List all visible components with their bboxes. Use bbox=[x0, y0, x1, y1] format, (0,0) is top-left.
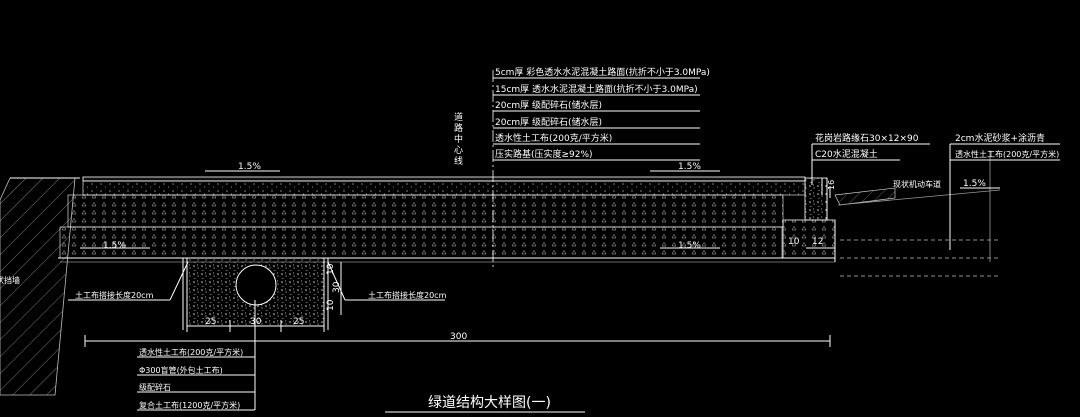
curb-stone-label: 花岗岩路缘石30×12×90 bbox=[815, 132, 919, 144]
dim-bottom-a: 25 bbox=[205, 317, 216, 327]
right-note-mortar: 2cm水泥砂浆+涂沥青 bbox=[955, 132, 1045, 144]
slope-labels: 1.5% 1.5% 1.5% 1.5% 1.5% bbox=[103, 162, 986, 251]
dim-bottom-b: 30 bbox=[250, 317, 262, 327]
layer-label-5: 透水性土工布(200克/平方米) bbox=[495, 132, 612, 144]
drain-note-2: Φ300盲管(外包土工布) bbox=[139, 365, 223, 375]
dim-total: 300 bbox=[450, 332, 467, 342]
drain-note-3: 级配碎石 bbox=[139, 382, 171, 392]
slope-top-right: 1.5% bbox=[678, 162, 701, 172]
dim-curb-b: 12 bbox=[812, 237, 823, 247]
drawing-title: 绿道结构大样图(一) bbox=[428, 395, 551, 411]
drain-leaders bbox=[137, 300, 256, 411]
right-note-geotextile: 透水性土工布(200克/平方米) bbox=[955, 149, 1059, 159]
dim-curb-h: 16 bbox=[827, 180, 836, 190]
blind-pipe bbox=[235, 264, 277, 306]
slope-far-right: 1.5% bbox=[963, 179, 986, 189]
dimension-labels: 25 30 25 300 10 30 10 10 12 16 bbox=[205, 180, 836, 342]
pavement-layers bbox=[58, 170, 835, 263]
layer-label-6: 压实路基(压实度≥92%) bbox=[495, 148, 593, 160]
layer-leaders bbox=[68, 77, 1060, 301]
dim-side-b: 30 bbox=[332, 281, 342, 293]
retaining-wall-label: 现状挡墙 bbox=[0, 275, 20, 285]
layer-label-1: 5cm厚 彩色透水水泥混凝土路面(抗折不小于3.0MPa) bbox=[495, 66, 710, 78]
layer-label-4: 20cm厚 级配碎石(储水层) bbox=[495, 116, 602, 128]
dim-side-c: 10 bbox=[326, 299, 336, 311]
dim-side-a: 10 bbox=[326, 263, 336, 275]
slope-bottom-right: 1.5% bbox=[678, 241, 701, 251]
curb bbox=[782, 150, 1001, 277]
layer-labels: 5cm厚 彩色透水水泥混凝土路面(抗折不小于3.0MPa) 15cm厚 透水水泥… bbox=[495, 66, 710, 160]
geotextile-right-label: 土工布搭接长度20cm bbox=[368, 290, 447, 300]
existing-lane-label: 现状机动车道 bbox=[893, 179, 941, 189]
drain-labels: 透水性土工布(200克/平方米) Φ300盲管(外包土工布) 级配碎石 复合土工… bbox=[139, 347, 243, 410]
retaining-wall bbox=[0, 177, 80, 396]
curb-concrete-label: C20水泥混凝土 bbox=[815, 148, 878, 160]
drain-note-1: 透水性土工布(200克/平方米) bbox=[139, 347, 243, 357]
geotextile-left-label: 土工布搭接长度20cm bbox=[75, 290, 154, 300]
layer-label-3: 20cm厚 级配碎石(储水层) bbox=[495, 99, 602, 111]
layer-label-2: 15cm厚 透水水泥混凝土路面(抗折不小于3.0MPa) bbox=[495, 83, 698, 95]
drain-note-4: 复合土工布(1200克/平方米) bbox=[139, 400, 240, 410]
dim-bottom-c: 25 bbox=[293, 317, 304, 327]
slope-top-left: 1.5% bbox=[238, 162, 261, 172]
centerline-label: 道路中心线 bbox=[452, 111, 463, 167]
dimension-lines bbox=[84, 178, 835, 347]
slope-bottom-left: 1.5% bbox=[103, 241, 126, 251]
dim-curb-a: 10 bbox=[788, 237, 800, 247]
